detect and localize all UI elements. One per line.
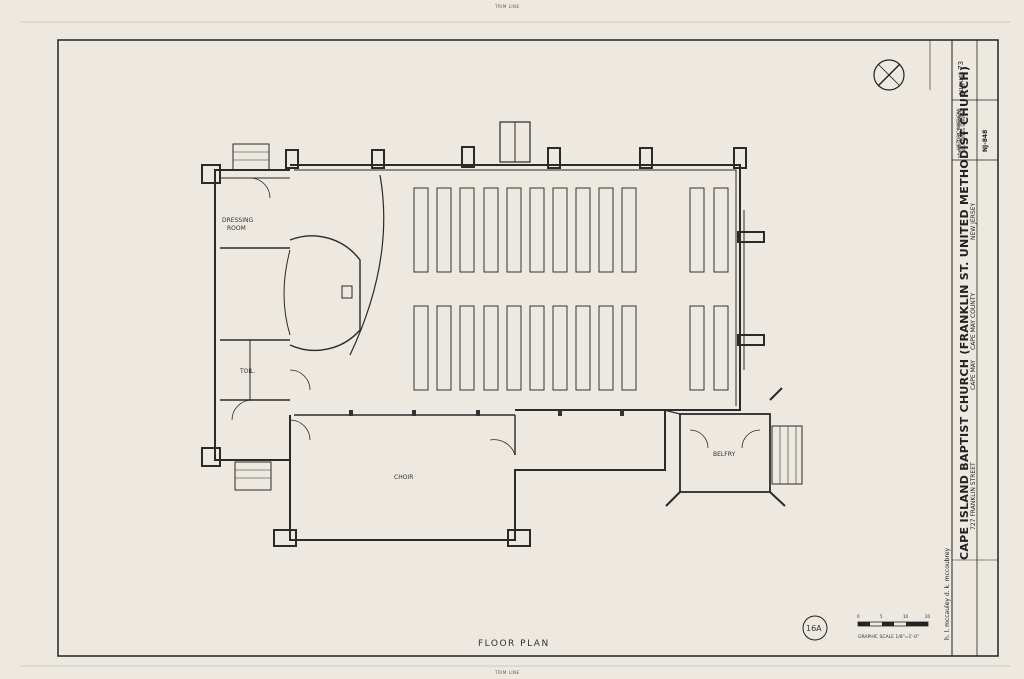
scale-tick-5: 5 — [880, 614, 883, 619]
label-room-word: ROOM — [227, 225, 246, 232]
plan-ref-number: 16A — [806, 624, 822, 633]
scale-tick-0: 0 — [857, 614, 860, 619]
pew-rows — [413, 187, 729, 391]
county: CAPE MAY COUNTY — [970, 292, 977, 350]
trim-line-bottom: TRIM LINE — [495, 670, 520, 675]
label-toilet: TOIL. — [239, 368, 256, 375]
drawing-title: FLOOR PLAN — [478, 639, 550, 649]
sheet-border — [57, 39, 999, 657]
graphic-scale-bar — [857, 621, 929, 627]
scale-tick-10: 10 — [903, 614, 909, 619]
scale-label: GRAPHIC SCALE 1/8"=1'-0" — [858, 634, 919, 640]
city: CAPE MAY — [970, 359, 977, 390]
address: 727 FRANKLIN STREET — [970, 462, 977, 530]
state: NEW JERSEY — [970, 202, 977, 240]
plan-reference-circle — [802, 615, 828, 641]
label-dressing-word: DRESSING — [222, 217, 253, 224]
delineators: h. l. mccauley d. k. mccoubrey — [944, 547, 951, 640]
scale-tick-20: 20 — [925, 614, 931, 619]
label-choir: CHOIR — [394, 474, 413, 481]
drawing-date: august 73 — [957, 60, 965, 96]
label-dressing-room: DRESSING ROOM — [222, 217, 255, 232]
trim-line-top: TRIM LINE — [495, 4, 520, 9]
survey-number: NJ-848 — [982, 129, 989, 152]
label-belfry: BELFRY — [713, 451, 735, 458]
north-arrow-icon — [873, 59, 905, 91]
sheet-number: sheet 2 of 3 sheets — [957, 110, 963, 158]
